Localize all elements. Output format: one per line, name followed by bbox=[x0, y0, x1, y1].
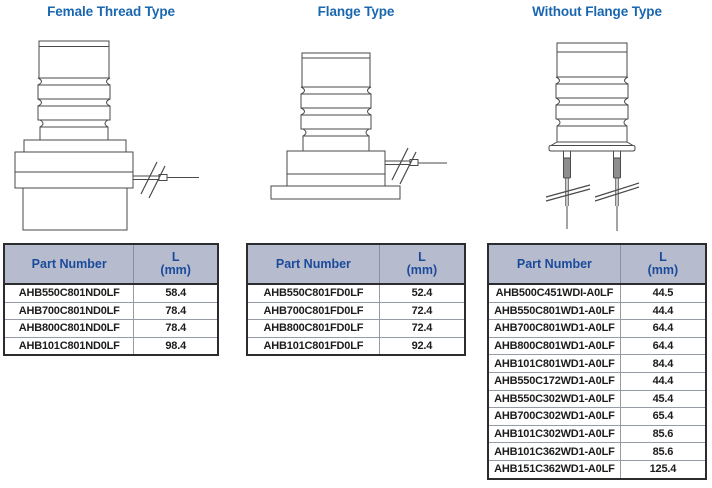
section-female-thread-type: Female Thread Type bbox=[3, 0, 219, 488]
part-number-cell: AHB700C801ND0LF bbox=[3, 301, 135, 321]
length-symbol: L bbox=[171, 250, 180, 264]
part-number-cell: AHB101C801WD1-A0LF bbox=[487, 354, 621, 373]
col-header-part-number: Part Number bbox=[488, 244, 621, 285]
col-header-part-number: Part Number bbox=[4, 244, 135, 285]
transducer-line-drawing bbox=[270, 52, 447, 200]
length-value-cell: 64.4 bbox=[619, 336, 707, 356]
length-value-cell: 72.4 bbox=[378, 319, 466, 338]
length-value-cell: 125.4 bbox=[619, 459, 707, 480]
part-number-cell: AHB550C302WD1-A0LF bbox=[487, 389, 621, 409]
part-number-cell: AHB550C801FD0LF bbox=[246, 283, 380, 303]
part-number-cell: AHB550C801ND0LF bbox=[3, 283, 135, 303]
length-value-cell: 85.6 bbox=[619, 424, 707, 444]
table-header-row: Part Number L (mm) bbox=[488, 244, 706, 285]
length-value-cell: 65.4 bbox=[619, 407, 707, 426]
col-header-length: L (mm) bbox=[133, 244, 218, 285]
length-value-cell: 58.4 bbox=[133, 283, 219, 303]
transducer-line-drawing bbox=[545, 42, 640, 231]
section-flange-type: Flange Type bbox=[246, 0, 466, 488]
part-number-cell: AHB550C172WD1-A0LF bbox=[487, 371, 621, 391]
length-symbol: L bbox=[418, 250, 426, 264]
length-value-cell: 85.6 bbox=[619, 442, 707, 461]
table-header-row: Part Number L (mm) bbox=[247, 244, 465, 285]
section-title: Flange Type bbox=[317, 4, 395, 19]
part-number-cell: AHB700C801WD1-A0LF bbox=[487, 319, 621, 338]
part-number-cell: AHB700C801FD0LF bbox=[246, 301, 380, 321]
length-value-cell: 64.4 bbox=[619, 319, 707, 338]
length-symbol: L bbox=[659, 250, 667, 264]
transducer-line-drawing bbox=[14, 40, 199, 231]
section-title: Female Thread Type bbox=[47, 4, 175, 19]
length-value-cell: 98.4 bbox=[133, 336, 219, 356]
length-value-cell: 44.5 bbox=[619, 283, 707, 303]
col-header-length: L (mm) bbox=[620, 244, 706, 285]
without-flange-type-diagram bbox=[487, 28, 707, 245]
part-number-cell: AHB800C801ND0LF bbox=[3, 319, 135, 338]
section-title: Without Flange Type bbox=[532, 4, 662, 19]
section-without-flange-type: Without Flange Type bbox=[487, 0, 707, 488]
length-value-cell: 84.4 bbox=[619, 354, 707, 373]
length-value-cell: 72.4 bbox=[378, 301, 466, 321]
length-value-cell: 45.4 bbox=[619, 389, 707, 409]
part-number-cell: AHB101C362WD1-A0LF bbox=[487, 442, 621, 461]
part-number-cell: AHB800C801FD0LF bbox=[246, 319, 380, 338]
part-number-cell: AHB550C801WD1-A0LF bbox=[487, 301, 621, 321]
part-number-cell: AHB500C451WDI-A0LF bbox=[487, 283, 621, 303]
part-number-cell: AHB700C302WD1-A0LF bbox=[487, 407, 621, 426]
length-value-cell: 78.4 bbox=[133, 319, 219, 338]
col-header-length: L (mm) bbox=[379, 244, 465, 285]
part-number-cell: AHB101C801FD0LF bbox=[246, 336, 380, 356]
length-value-cell: 78.4 bbox=[133, 301, 219, 321]
col-header-part-number: Part Number bbox=[247, 244, 380, 285]
part-number-cell: AHB800C801WD1-A0LF bbox=[487, 336, 621, 356]
length-value-cell: 52.4 bbox=[378, 283, 466, 303]
length-value-cell: 44.4 bbox=[619, 371, 707, 391]
length-unit: (mm) bbox=[160, 263, 191, 277]
part-number-cell: AHB101C801ND0LF bbox=[3, 336, 135, 356]
part-number-cell: AHB101C302WD1-A0LF bbox=[487, 424, 621, 444]
length-value-cell: 44.4 bbox=[619, 301, 707, 321]
length-unit: (mm) bbox=[647, 263, 679, 277]
flange-type-diagram bbox=[246, 28, 466, 245]
length-unit: (mm) bbox=[406, 263, 438, 277]
female-thread-type-diagram bbox=[3, 28, 219, 245]
table-header-row: Part Number L (mm) bbox=[4, 244, 218, 285]
part-number-cell: AHB151C362WD1-A0LF bbox=[487, 459, 621, 480]
length-value-cell: 92.4 bbox=[378, 336, 466, 356]
